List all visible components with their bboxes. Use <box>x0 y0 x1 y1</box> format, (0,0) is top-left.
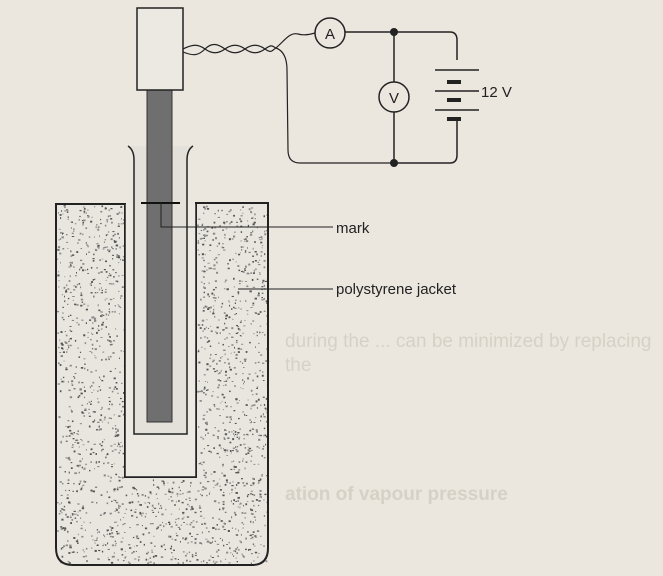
show-through-heading: ation of vapour pressure <box>285 484 508 505</box>
ammeter-label: A <box>325 26 335 43</box>
junction-bottom <box>390 159 398 167</box>
twisted-leads <box>182 32 394 164</box>
supply-voltage-label: 12 V <box>481 84 512 101</box>
mark-leader <box>160 203 333 228</box>
heater-head <box>136 7 184 91</box>
ammeter: A <box>314 17 346 49</box>
mark-label: mark <box>336 220 370 237</box>
show-through-line: during the ... can be minimized by repla… <box>285 331 652 376</box>
voltmeter: V <box>378 81 410 113</box>
heater-rod <box>146 89 173 423</box>
jacket-speckle <box>56 203 270 565</box>
battery-icon <box>435 60 479 121</box>
jacket-label: polystyrene jacket <box>336 281 457 298</box>
polystyrene-jacket <box>55 202 269 566</box>
junction-top <box>390 28 398 36</box>
voltmeter-label: V <box>389 90 399 107</box>
